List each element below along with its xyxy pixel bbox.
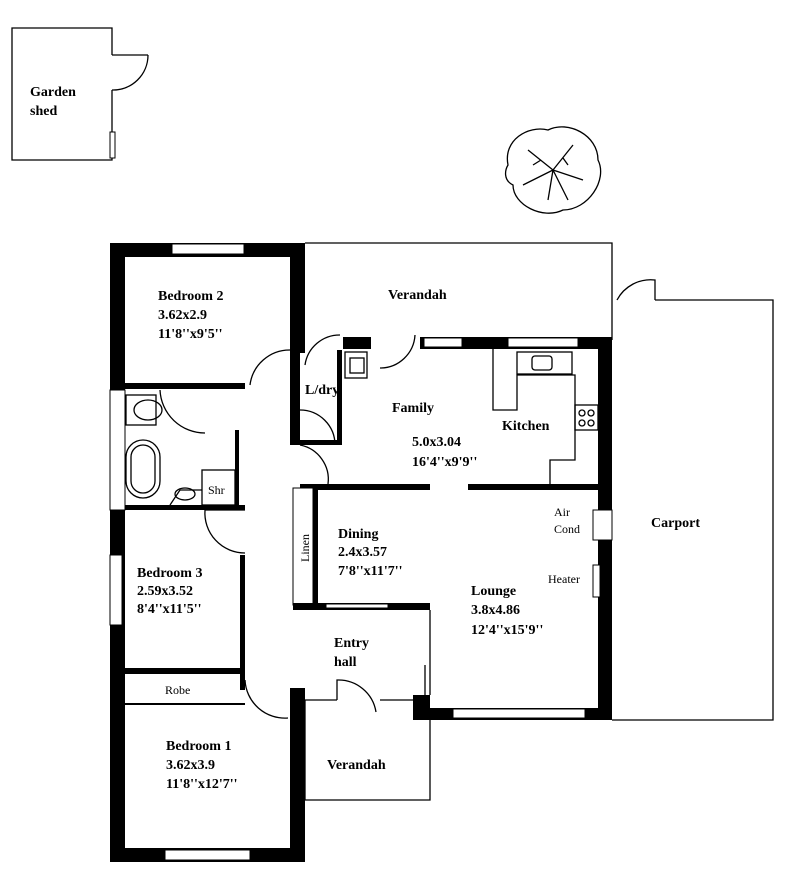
- label-carport: Carport: [651, 516, 700, 531]
- label-family: Family: [392, 401, 434, 416]
- label-bedroom1-metric: 3.62x3.9: [166, 758, 215, 773]
- label-heater: Heater: [548, 572, 580, 586]
- outlines: [125, 242, 774, 801]
- label-dining: Dining: [338, 527, 378, 542]
- label-shower: Shr: [208, 483, 225, 497]
- label-bedroom1-imperial: 11'8''x12'7'': [166, 777, 238, 792]
- label-shed: shed: [30, 104, 57, 119]
- label-bedroom2-metric: 3.62x2.9: [158, 308, 207, 323]
- label-bedroom3-metric: 2.59x3.52: [137, 584, 193, 599]
- label-lounge-metric: 3.8x4.86: [471, 603, 520, 618]
- tree-icon: [504, 126, 602, 214]
- carport-door-icon: [616, 279, 656, 301]
- label-bedroom3-imperial: 8'4''x11'5'': [137, 602, 202, 617]
- label-bedroom1: Bedroom 1: [166, 739, 231, 754]
- label-entry: Entry: [334, 636, 369, 651]
- label-dining-imperial: 7'8''x11'7'': [338, 564, 403, 579]
- label-cond: Cond: [554, 522, 580, 536]
- label-bedroom2: Bedroom 2: [158, 289, 223, 304]
- label-linen: Linen: [298, 534, 312, 562]
- label-lounge-imperial: 12'4''x15'9'': [471, 623, 543, 638]
- label-family-metric: 5.0x3.04: [412, 435, 461, 450]
- label-lounge: Lounge: [471, 584, 516, 599]
- label-garden: Garden: [30, 85, 76, 100]
- label-robe: Robe: [165, 683, 190, 697]
- label-hall: hall: [334, 655, 357, 670]
- label-bedroom2-imperial: 11'8''x9'5'': [158, 327, 223, 342]
- label-family-imperial: 16'4''x9'9'': [412, 455, 477, 470]
- garden-shed: Garden shed: [11, 27, 149, 161]
- front-door-icon: [336, 679, 377, 713]
- label-bedroom3: Bedroom 3: [137, 566, 202, 581]
- label-verandah-rear: Verandah: [388, 288, 447, 303]
- label-verandah-front: Verandah: [327, 758, 386, 773]
- label-laundry: L/dry: [305, 383, 339, 398]
- shed-door-icon: [111, 54, 149, 91]
- label-kitchen: Kitchen: [502, 419, 550, 434]
- label-dining-metric: 2.4x3.57: [338, 545, 387, 560]
- door-arc-icon: [304, 334, 341, 366]
- label-air: Air: [554, 505, 570, 519]
- walls: [109, 243, 613, 862]
